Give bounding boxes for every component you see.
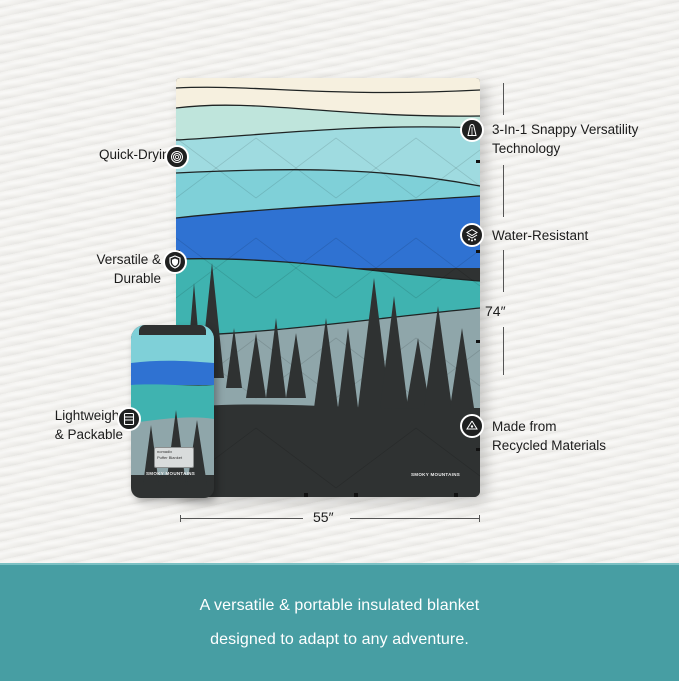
feature-label-line2: & Packable [54, 427, 123, 442]
pack-icon [117, 407, 141, 431]
width-dimension-line-right [350, 518, 480, 519]
feature-label-line1: Made from [492, 419, 557, 434]
width-dimension-tick-left [180, 515, 181, 522]
shield-icon [163, 250, 187, 274]
feature-lightweight-packable: Lightweight & Packable [55, 406, 123, 444]
height-dimension-label: 74″ [485, 303, 506, 319]
width-dimension-label: 55″ [313, 509, 334, 525]
pouch-brand: nomadix [157, 449, 173, 454]
quick-dry-icon [165, 145, 189, 169]
blanket-image [176, 78, 480, 497]
feature-label-line2: Durable [113, 271, 161, 286]
height-dimension-line-bottom [503, 327, 504, 375]
tagline-line1: A versatile & portable insulated blanket [199, 597, 480, 614]
feature-recycled-materials: Made from Recycled Materials [492, 417, 606, 455]
feature-label-line1: 3-In-1 Snappy Versatility [492, 122, 639, 137]
feature-label-line2: Recycled Materials [492, 438, 607, 453]
height-dimension-line-top [503, 83, 504, 115]
poncho-icon [460, 118, 484, 142]
height-dimension-line-mid2 [503, 250, 504, 292]
feature-water-resistant: Water-Resistant [492, 226, 588, 245]
tagline-line2: designed to adapt to any adventure. [210, 631, 469, 648]
recycle-icon [460, 414, 484, 438]
pouch-label: nomadix Puffer Blanket [154, 447, 194, 468]
blanket-print-name: SMOKY MOUNTAINS [411, 472, 461, 477]
feature-label-line1: Lightweight [54, 408, 123, 423]
width-dimension-line-left [180, 518, 303, 519]
width-dimension-tick-right [479, 515, 480, 522]
height-dimension-line-mid [503, 165, 504, 217]
feature-label-line2: Technology [492, 141, 561, 156]
packed-blanket-pouch [131, 325, 214, 498]
feature-versatile-durable: Versatile & Durable [96, 250, 161, 288]
feature-label-line1: Versatile & [96, 252, 161, 267]
feature-label: Quick-Drying [98, 147, 177, 162]
pouch-product: Puffer Blanket [157, 455, 183, 460]
feature-label: Water-Resistant [492, 228, 589, 243]
feature-3in1-snappy: 3-In-1 Snappy Versatility Technology [492, 120, 638, 158]
water-resistant-icon [460, 223, 484, 247]
tagline-banner: A versatile & portable insulated blanket… [0, 563, 679, 681]
pouch-cap [139, 325, 206, 335]
pouch-print-name: SMOKY MOUNTAINS [146, 471, 196, 476]
feature-quick-drying: Quick-Drying [99, 145, 177, 164]
